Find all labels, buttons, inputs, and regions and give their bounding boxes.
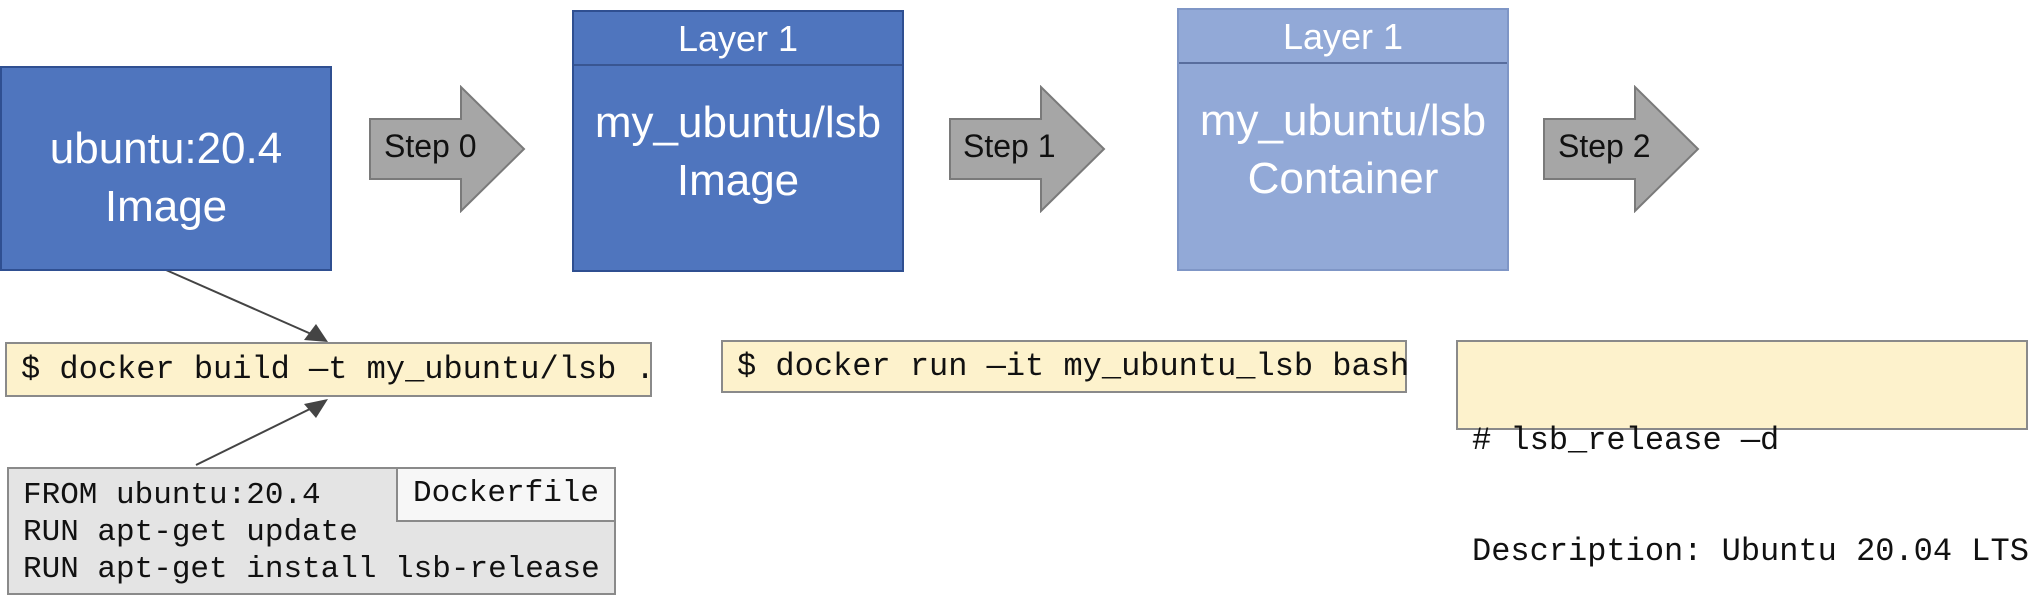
step-2-label: Step 2 (1558, 128, 1651, 164)
container-name: my_ubuntu/lsb (1199, 96, 1487, 145)
dockerfile-tag: Dockerfile (396, 467, 616, 522)
built-image-name: my_ubuntu/lsb (594, 98, 882, 147)
container-kind: Container (1247, 154, 1439, 203)
step-2-arrow (1543, 85, 1700, 213)
output-line-description: Description: Ubuntu 20.04 LTS (1472, 533, 2029, 570)
lsb-release-output: # lsb_release —d Description: Ubuntu 20.… (1456, 340, 2029, 570)
container-node: Layer 1 my_ubuntu/lsb Container (1177, 8, 1509, 271)
docker-build-command: $ docker build —t my_ubuntu/lsb . (5, 342, 655, 397)
dockerfile-line-from: FROM ubuntu:20.4 (23, 478, 321, 513)
dockerfile-line-update: RUN apt-get update (23, 515, 358, 550)
dockerfile-block: FROM ubuntu:20.4 RUN apt-get update RUN … (7, 467, 616, 595)
base-image-node: ubuntu:20.4 Image (0, 66, 332, 271)
dockerfile-line-install: RUN apt-get install lsb-release (23, 552, 600, 587)
step-0-arrow (369, 85, 526, 213)
image-to-build-arrowhead (304, 324, 328, 342)
built-image-kind: Image (676, 156, 800, 205)
base-image-name: ubuntu:20.4 (49, 124, 283, 173)
dockerfile-to-build-connector (195, 404, 319, 466)
image-to-build-connector (165, 269, 319, 338)
output-line-command: # lsb_release —d (1472, 422, 1780, 459)
built-image-node: Layer 1 my_ubuntu/lsb Image (572, 10, 904, 272)
docker-run-command: $ docker run —it my_ubuntu_lsb bash (721, 340, 1409, 393)
step-0-label: Step 0 (384, 128, 477, 164)
dockerfile-to-build-arrowhead (304, 399, 328, 418)
base-image-kind: Image (104, 182, 228, 231)
step-1-label: Step 1 (963, 128, 1056, 164)
step-1-arrow (949, 85, 1106, 213)
built-image-layer-header: Layer 1 (574, 12, 902, 66)
container-layer-header: Layer 1 (1179, 10, 1507, 64)
